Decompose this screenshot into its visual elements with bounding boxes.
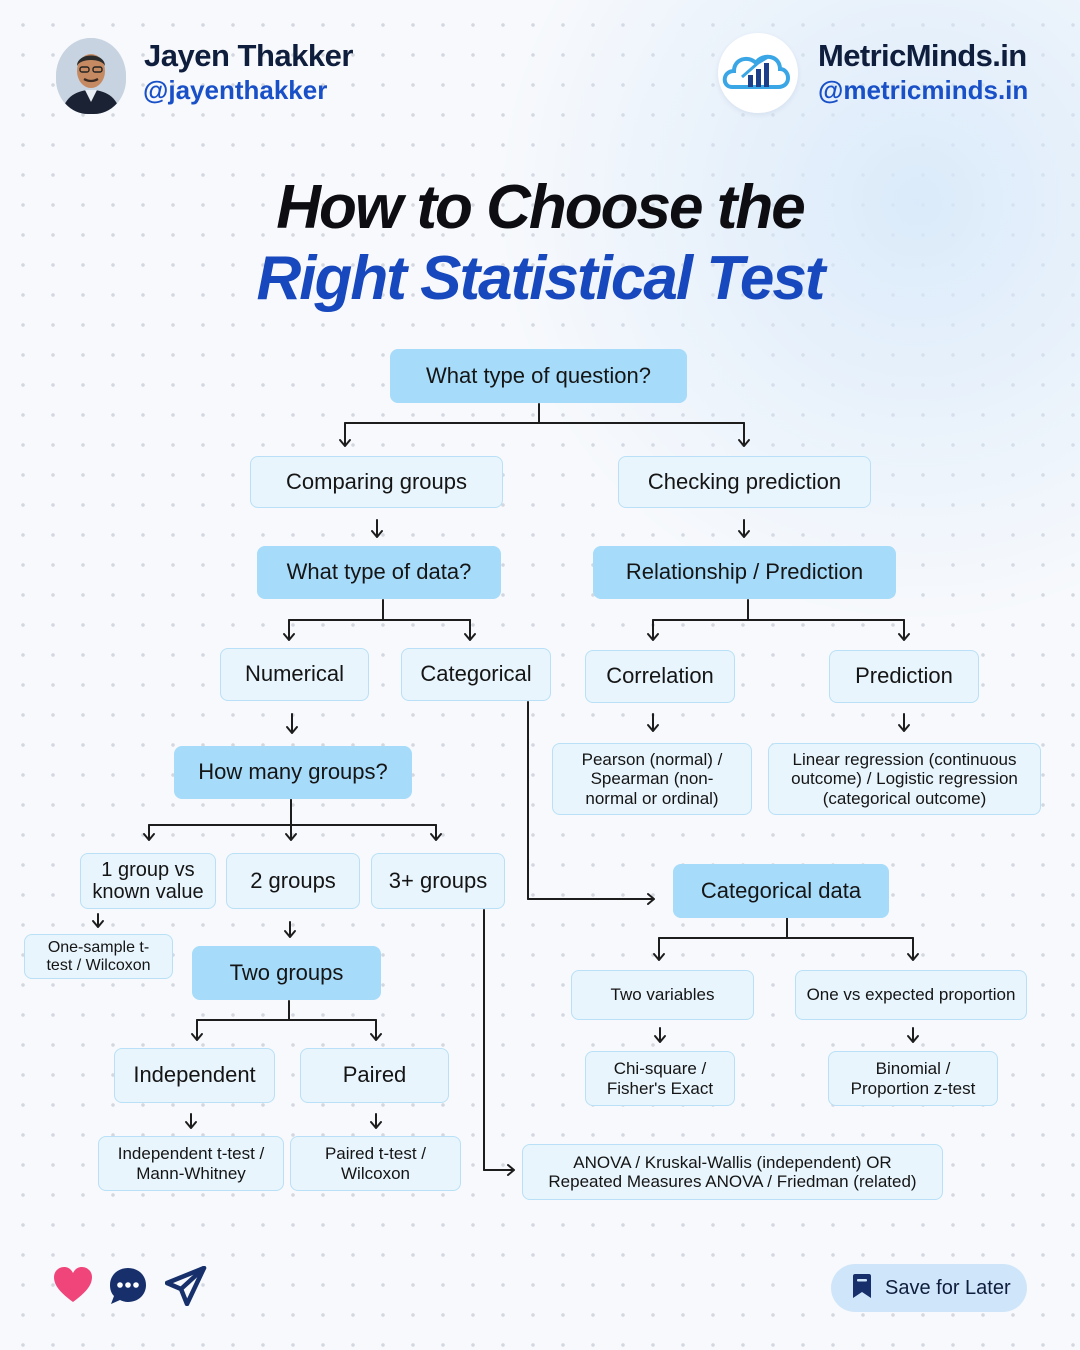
node-one-vs-expected: One vs expected proportion <box>795 970 1027 1020</box>
node-two-groups-header: Two groups <box>192 946 381 1000</box>
split-connector <box>652 599 905 621</box>
save-for-later-button[interactable]: Save for Later <box>831 1264 1027 1312</box>
arrow-to-ind-ttest <box>185 1113 197 1129</box>
node-pearson-spearman: Pearson (normal) / Spearman (non-normal … <box>552 743 752 815</box>
node-two-variables: Two variables <box>571 970 754 1020</box>
arrow-to-paired <box>370 1019 382 1041</box>
arrow-to-one-group <box>143 824 155 841</box>
arrow-to-checking <box>738 422 750 447</box>
split-connector <box>196 1000 377 1021</box>
share-icon[interactable] <box>164 1265 207 1311</box>
save-label: Save for Later <box>885 1276 1011 1299</box>
split-connector <box>288 599 471 621</box>
arrow-to-numerical <box>283 619 295 641</box>
arrow-to-three-groups <box>430 824 442 841</box>
bookmark-icon <box>851 1273 873 1304</box>
arrow-to-comparing <box>339 422 351 447</box>
arrow-to-anova <box>483 1164 515 1176</box>
arrow-to-two-groups-header <box>284 921 296 938</box>
arrow-to-two-variables <box>653 937 665 961</box>
node-chi-square: Chi-square / Fisher's Exact <box>585 1051 735 1106</box>
node-one-group: 1 group vs known value <box>80 853 216 909</box>
author-handle[interactable]: @jayenthakker <box>143 75 328 105</box>
brand-name: MetricMinds.in <box>818 38 1027 73</box>
node-data-type: What type of data? <box>257 546 501 599</box>
node-prediction: Prediction <box>829 650 979 703</box>
arrow-to-independent <box>191 1019 203 1041</box>
title-line-2: Right Statistical Test <box>256 244 826 313</box>
arrow-to-one-vs-expected <box>907 937 919 961</box>
node-relationship-prediction: Relationship / Prediction <box>593 546 896 599</box>
arrow-to-paired-ttest <box>370 1113 382 1129</box>
node-anova: ANOVA / Kruskal-Wallis (independent) OR … <box>522 1144 943 1200</box>
heart-icon[interactable] <box>53 1266 93 1309</box>
comment-icon[interactable] <box>108 1266 148 1311</box>
arrow-to-categorical-data <box>527 893 655 905</box>
arrow-to-chi-square <box>654 1027 666 1043</box>
node-comparing-groups: Comparing groups <box>250 456 503 508</box>
node-paired-ttest: Paired t-test / Wilcoxon <box>290 1136 461 1191</box>
node-categorical-data: Categorical data <box>673 864 889 918</box>
author-name: Jayen Thakker <box>144 38 353 73</box>
arrow-to-regression <box>898 713 910 732</box>
node-three-plus-groups: 3+ groups <box>371 853 505 909</box>
brand-handle[interactable]: @metricminds.in <box>818 75 1029 105</box>
node-correlation: Correlation <box>585 650 735 703</box>
arrow-to-categorical <box>464 619 476 641</box>
split-connector <box>148 799 437 826</box>
node-checking-prediction: Checking prediction <box>618 456 871 508</box>
arrow-to-relationship <box>738 519 750 538</box>
arrow-to-how-many <box>286 713 298 734</box>
brand-logo <box>718 33 798 113</box>
node-binomial: Binomial / Proportion z-test <box>828 1051 998 1106</box>
node-how-many-groups: How many groups? <box>174 746 412 799</box>
arrow-to-binomial <box>907 1027 919 1043</box>
node-two-groups: 2 groups <box>226 853 360 909</box>
node-categorical: Categorical <box>401 648 551 701</box>
node-independent-ttest: Independent t-test / Mann-Whitney <box>98 1136 284 1191</box>
arrow-to-data-type <box>371 519 383 538</box>
node-question-type: What type of question? <box>390 349 687 403</box>
node-numerical: Numerical <box>220 648 369 701</box>
node-paired: Paired <box>300 1048 449 1103</box>
node-regression: Linear regression (continuous outcome) /… <box>768 743 1041 815</box>
split-connector <box>344 403 745 424</box>
avatar <box>56 38 126 114</box>
arrow-to-one-sample <box>92 913 104 928</box>
arrow-to-correlation <box>647 619 659 641</box>
arrow-to-two-groups <box>285 799 297 841</box>
arrow-to-pearson <box>647 713 659 732</box>
node-independent: Independent <box>114 1048 275 1103</box>
arrow-to-prediction <box>898 619 910 641</box>
title-line-1: How to Choose the <box>276 173 805 242</box>
split-connector <box>658 917 914 939</box>
node-one-sample-test: One-sample t-test / Wilcoxon <box>24 934 173 979</box>
